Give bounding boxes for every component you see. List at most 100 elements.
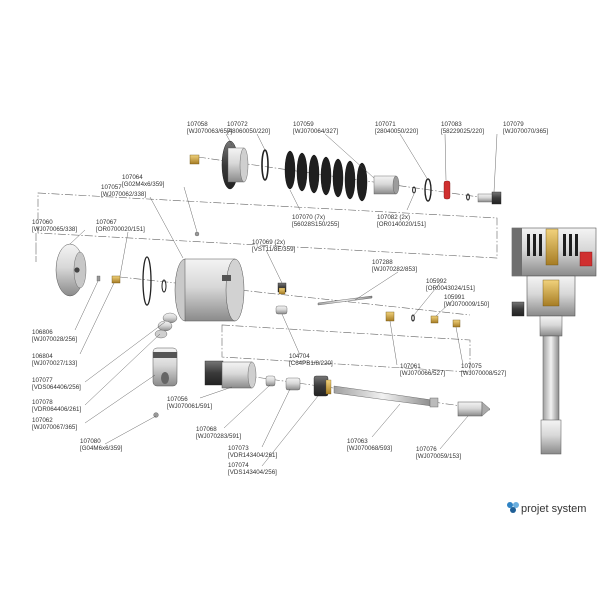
label-107083: 107083[58229025/220] (441, 121, 484, 135)
part-reference: [VDS143404/256] (228, 469, 277, 476)
disc-spring-icon (296, 152, 308, 192)
part-reference: [WJ070059/153] (416, 453, 461, 460)
part-107057-housing (174, 231, 245, 322)
part-code: 107057 (101, 184, 122, 191)
label-107063: 107063[WJ070068/593] (347, 438, 392, 452)
plug-icon (275, 305, 288, 315)
part-reference: [VST11/8E/359] (252, 246, 296, 253)
part-107061-nozzle-icon (385, 311, 395, 322)
small-oring-icon (161, 279, 167, 293)
part-code: 107083 (441, 121, 462, 128)
projet-logo-icon (507, 502, 519, 513)
part-107069-fitting (277, 282, 287, 295)
part-code: 106806 (32, 329, 53, 336)
label-106806: 106806[WJ070028/256] (32, 329, 77, 343)
label-107076: 107076[WJ070059/153] (416, 446, 461, 460)
part-107074-nut (313, 375, 332, 397)
section-tip-icon (540, 419, 562, 455)
label-107067: 107067[OR0700020/151] (96, 219, 145, 233)
part-code: 107079 (503, 121, 524, 128)
nozzle-body-end-icon (247, 361, 257, 389)
label-107070: 107070 (7x)[56028S150/255] (292, 214, 339, 228)
part-code: 107061 (400, 363, 421, 370)
section-end-cap-icon (512, 228, 522, 276)
brass-plug-icon (189, 154, 200, 165)
part-code: 107074 (228, 462, 249, 469)
part-reference: [G02M4x6/359] (122, 181, 165, 188)
nut-insert-icon (325, 379, 332, 395)
label-107064: 107064[G02M4x6/359] (122, 174, 165, 188)
part-reference: [OR0043024/151] (426, 285, 475, 292)
part-code: 107073 (228, 445, 249, 452)
label-107073: 107073[VDR143404/261] (228, 445, 277, 459)
part-code: 107068 (196, 426, 217, 433)
screw-head-icon (491, 191, 502, 205)
label-107079: 107079[WJ070070/365] (503, 121, 548, 135)
part-code: 107056 (167, 396, 188, 403)
label-107069: 107069 (2x)[VST11/8E/359] (252, 239, 296, 253)
part-code: 107082 (2x) (377, 214, 410, 221)
part-104704-plug (275, 305, 288, 315)
label-104704: 104704[C64PB1/8/220] (289, 353, 333, 367)
label-107078: 107078[VDR064406/261] (32, 399, 81, 413)
cylinder-hole-icon (161, 372, 169, 384)
assembled-section-view (511, 227, 597, 455)
label-107077: 107077[VDS064406/256] (32, 377, 81, 391)
tip-body-icon (457, 401, 483, 417)
part-reference: [WJ070065/338] (32, 226, 77, 233)
part-reference: [28040050/220] (375, 128, 418, 135)
part-code: 107059 (293, 121, 314, 128)
disc-spring-icon (344, 160, 356, 200)
label-107056: 107056[WJ070061/591] (167, 396, 212, 410)
part-107058-end-cap (189, 140, 249, 190)
disc-spring-icon (356, 162, 368, 202)
part-107082-oring-icon (412, 186, 416, 194)
section-side-fitting-icon (511, 301, 525, 317)
part-reference: [WJ070027/133] (32, 360, 77, 367)
disc-spring-icon (308, 154, 320, 194)
disc-spring-icon (320, 156, 332, 196)
leader-lines (69, 133, 498, 467)
part-code: 107060 (32, 219, 53, 226)
part-107072-ring-icon (261, 149, 269, 181)
disc-spring-icon (332, 158, 344, 198)
label-107074: 107074[VDS143404/256] (228, 462, 277, 476)
part-107071-ring-icon (424, 178, 432, 202)
disc-spring-icon (284, 150, 296, 190)
frame-lower (221, 324, 471, 373)
label-106804: 106804[WJ070027/133] (32, 353, 77, 367)
part-107077-107078-seals (154, 312, 178, 339)
part-107059-sleeve (373, 175, 400, 195)
part-code: 107076 (416, 446, 437, 453)
part-code: 107064 (122, 174, 143, 181)
label-107080: 107080[G04M6x6/359] (80, 438, 123, 452)
part-107079-screw (477, 191, 502, 205)
cylinder-band-icon (153, 352, 177, 358)
part-106804-fitting-icon (111, 275, 121, 284)
section-brass-core-icon (545, 228, 559, 266)
part-105992-oring-icon (411, 314, 415, 322)
housing-front-icon (225, 258, 245, 322)
part-code: 107077 (32, 377, 53, 384)
part-107060-end-plate (55, 243, 87, 297)
part-reference: [WJ070028/256] (32, 336, 77, 343)
screw-shank-icon (477, 193, 495, 203)
part-code: 107069 (2x) (252, 239, 285, 246)
part-105991-seat-icon (430, 315, 439, 324)
part-107062-cylinder (152, 347, 178, 387)
part-106806-pin-icon (96, 275, 101, 282)
part-reference: [WJ070008/527] (461, 370, 506, 377)
part-reference: [WJ070070/365] (503, 128, 548, 135)
label-107082: 107082 (2x)[OR0140020/151] (377, 214, 426, 228)
part-reference: [VDR064406/261] (32, 406, 81, 413)
end-plate-face-icon (73, 251, 87, 289)
part-107063-piston-rod (333, 385, 439, 408)
part-code: 107062 (32, 417, 53, 424)
sleeve-body-icon (373, 175, 397, 195)
part-107082-oring-2-icon (466, 193, 470, 201)
part-reference: [WJ070009/150] (444, 301, 489, 308)
part-reference: [48060050/220] (227, 128, 270, 135)
part-reference: [OR0140020/151] (377, 221, 426, 228)
part-107064-grub-screw-icon (194, 231, 200, 237)
axis-line-middle (119, 276, 471, 316)
